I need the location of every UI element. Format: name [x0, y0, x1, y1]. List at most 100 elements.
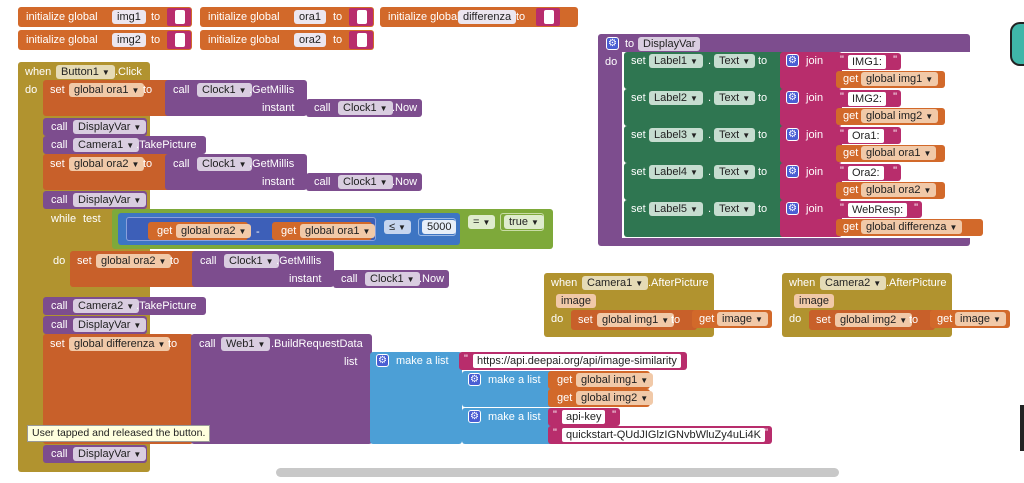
clock1-getmillis-block[interactable]: call Clock1▼ .GetMillis instant: [165, 154, 307, 190]
string-text[interactable]: Ora1:: [848, 129, 884, 143]
gear-icon[interactable]: ⚙: [376, 354, 389, 367]
procedure-dropdown[interactable]: DisplayVar▼: [73, 318, 147, 332]
procedure-dropdown[interactable]: DisplayVar▼: [73, 120, 147, 134]
set-ora2-block[interactable]: set global ora2▼ to: [43, 154, 171, 190]
camera2-takepicture-block[interactable]: call Camera2▼ .TakePicture: [43, 297, 206, 315]
get-image-block[interactable]: get image▼: [930, 310, 1010, 328]
string-text[interactable]: IMG2:: [848, 92, 886, 106]
url-text[interactable]: https://api.deepai.org/api/image-similar…: [473, 354, 681, 368]
clock1-getmillis-block[interactable]: call Clock1▼ .GetMillis instant: [165, 80, 307, 116]
join-block[interactable]: ⚙join: [780, 52, 842, 89]
gear-icon[interactable]: ⚙: [468, 373, 481, 386]
make-list-images-block[interactable]: ⚙ make a list: [462, 371, 554, 407]
label-string-block[interactable]: "IMG1:": [836, 53, 901, 70]
gear-icon[interactable]: ⚙: [606, 37, 619, 50]
var-dropdown[interactable]: global img2▼: [576, 391, 654, 405]
make-list-key-block[interactable]: ⚙ make a list: [462, 408, 554, 444]
label-dropdown[interactable]: Label3▼: [649, 128, 703, 142]
var-dropdown[interactable]: global ora2▼: [69, 157, 145, 171]
procedure-name[interactable]: DisplayVar: [638, 37, 701, 51]
var-dropdown[interactable]: global img1▼: [861, 72, 939, 86]
set-img2-block[interactable]: set global img2▼ to: [809, 310, 935, 330]
get-image-block[interactable]: get image▼: [692, 310, 772, 328]
backpack-icon[interactable]: [1010, 22, 1024, 66]
call-displayvar-block[interactable]: call DisplayVar▼: [43, 316, 147, 334]
join-block[interactable]: ⚙join: [780, 89, 842, 126]
global-name-img1[interactable]: img1: [112, 10, 146, 24]
horizontal-scrollbar[interactable]: [276, 468, 839, 477]
get-ora1-block[interactable]: get global ora1▼: [272, 222, 376, 240]
clock1-now-block[interactable]: call Clock1▼ .Now: [306, 173, 422, 191]
global-name-ora1[interactable]: ora1: [294, 10, 327, 24]
gear-icon[interactable]: ⚙: [468, 410, 481, 423]
key-string-block[interactable]: " quickstart-QUdJIGlzIGNvbWluZy4uLi4K ": [548, 426, 772, 444]
web-dropdown[interactable]: Web1▼: [221, 337, 271, 351]
string-text[interactable]: Ora2:: [848, 166, 884, 180]
var-dropdown[interactable]: global img1▼: [597, 313, 675, 327]
trash-icon[interactable]: [1020, 405, 1024, 451]
gear-icon[interactable]: ⚙: [786, 128, 799, 141]
camera1-takepicture-block[interactable]: call Camera1▼ .TakePicture: [43, 136, 206, 154]
camera-dropdown[interactable]: Camera2▼: [820, 276, 887, 290]
clock-dropdown[interactable]: Clock1▼: [197, 157, 252, 171]
web1-buildrequestdata-block[interactable]: call Web1▼ .BuildRequestData list: [191, 334, 372, 444]
procedure-dropdown[interactable]: DisplayVar▼: [73, 447, 147, 461]
var-dropdown[interactable]: global img1▼: [576, 373, 654, 387]
property-dropdown[interactable]: Text▼: [714, 91, 756, 105]
string-text[interactable]: IMG1:: [848, 55, 886, 69]
call-displayvar-block[interactable]: call DisplayVar▼: [43, 445, 147, 463]
set-ora2-loop-block[interactable]: set global ora2▼ to: [70, 251, 198, 287]
param-dropdown[interactable]: image▼: [955, 312, 1006, 326]
get-img1-block[interactable]: get global img1▼: [548, 371, 654, 389]
get-img2-block[interactable]: get global img2▼: [548, 389, 654, 407]
global-name-differenza[interactable]: differenza: [458, 10, 517, 24]
var-dropdown[interactable]: global img2▼: [835, 313, 913, 327]
join-block[interactable]: ⚙join: [780, 163, 842, 200]
empty-string-slot[interactable]: [349, 31, 373, 49]
property-dropdown[interactable]: Text▼: [714, 202, 756, 216]
label-dropdown[interactable]: Label1▼: [649, 54, 703, 68]
component-dropdown[interactable]: Button1▼: [56, 65, 115, 79]
apikey-string-block[interactable]: " api-key ": [548, 408, 620, 426]
param-image[interactable]: image: [556, 294, 596, 308]
empty-string-slot[interactable]: [349, 8, 373, 26]
camera-dropdown[interactable]: Camera2▼: [73, 299, 140, 313]
var-dropdown[interactable]: global img2▼: [861, 109, 939, 123]
get-ora2-block[interactable]: get global ora2▼: [148, 222, 252, 240]
init-global-ora2-block[interactable]: initialize global ora2 to: [200, 30, 374, 50]
global-name-img2[interactable]: img2: [112, 33, 146, 47]
apikey-text[interactable]: api-key: [562, 410, 606, 424]
global-name-ora2[interactable]: ora2: [294, 33, 327, 47]
var-dropdown[interactable]: global differenza▼: [861, 220, 963, 234]
var-dropdown[interactable]: global ora2▼: [861, 183, 937, 197]
var-dropdown[interactable]: global ora2▼: [96, 254, 172, 268]
url-string-block[interactable]: " https://api.deepai.org/api/image-simil…: [459, 352, 687, 370]
clock-dropdown[interactable]: Clock1▼: [338, 175, 393, 189]
true-dropdown[interactable]: true▼: [504, 215, 544, 229]
join-block[interactable]: ⚙join: [780, 200, 842, 237]
gear-icon[interactable]: ⚙: [786, 54, 799, 67]
label-dropdown[interactable]: Label5▼: [649, 202, 703, 216]
param-dropdown[interactable]: image▼: [717, 312, 768, 326]
var-dropdown[interactable]: global ora2▼: [176, 224, 252, 238]
gear-icon[interactable]: ⚙: [786, 91, 799, 104]
label-dropdown[interactable]: Label2▼: [649, 91, 703, 105]
property-dropdown[interactable]: Text▼: [714, 165, 756, 179]
var-dropdown[interactable]: global differenza▼: [69, 337, 171, 351]
make-list-outer-block[interactable]: ⚙ make a list: [370, 352, 462, 444]
gear-icon[interactable]: ⚙: [786, 202, 799, 215]
true-block[interactable]: true▼: [500, 213, 544, 231]
empty-string-slot[interactable]: [167, 8, 191, 26]
init-global-img1-block[interactable]: initialize global img1 to: [18, 7, 192, 27]
camera-dropdown[interactable]: Camera1▼: [73, 138, 140, 152]
clock-dropdown[interactable]: Clock1▼: [365, 272, 420, 286]
key-text[interactable]: quickstart-QUdJIGlzIGNvbWluZy4uLi4K: [562, 428, 765, 442]
